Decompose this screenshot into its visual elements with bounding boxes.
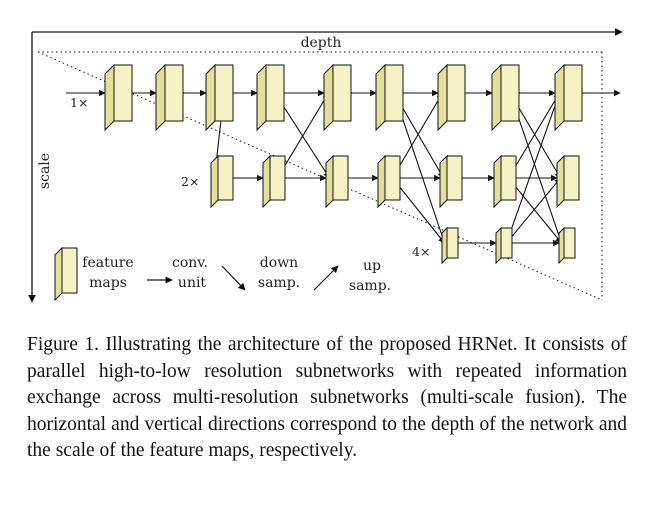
figure-caption: Figure 1. Illustrating the architecture … (27, 334, 627, 461)
depth-label: depth (301, 35, 342, 51)
feature-map-block (210, 154, 234, 209)
legend-feature-maps-line2: maps (89, 275, 127, 291)
scale-label: scale (37, 153, 53, 189)
up-sampling-arrow (392, 92, 443, 179)
feature-blocks-layer (104, 63, 583, 265)
legend-up-samp-line2: samp. (349, 278, 391, 294)
legend-down-samp-line2: samp. (258, 275, 300, 291)
up-sampling-arrow (505, 92, 561, 244)
feature-map-block (325, 154, 349, 209)
feature-map-block (437, 63, 466, 132)
legend-feature-maps-line1: feature (82, 255, 133, 271)
legend-feature-map-icon (54, 246, 78, 302)
dotted-diagonal-boundary (37, 51, 603, 301)
legend-conv-unit-line1: conv. (172, 255, 208, 271)
feature-map-block (554, 63, 583, 132)
legend-up-arrow (313, 265, 339, 291)
feature-map-block (493, 154, 517, 209)
up-sampling-arrow (506, 177, 561, 244)
legend-conv-unit-line2: unit (178, 275, 207, 291)
feature-map-block (104, 63, 133, 132)
up-sampling-arrow (277, 92, 329, 179)
feature-map-block (491, 63, 520, 132)
feature-map-block (375, 63, 404, 132)
feature-map-block (558, 226, 576, 265)
up-sampling-arrow (508, 92, 560, 179)
feature-map-block (262, 154, 286, 209)
feature-map-block (205, 63, 234, 132)
feature-map-block (256, 63, 285, 132)
scale-label-4x: 4× (412, 244, 430, 259)
feature-map-block (155, 63, 184, 132)
legend: feature maps conv. unit down samp. up sa… (54, 246, 391, 302)
feature-map-block (377, 154, 401, 209)
legend-up-samp-line1: up (363, 258, 381, 274)
feature-map-block (441, 226, 459, 265)
down-sampling-arrow (508, 177, 562, 244)
scale-label-2x: 2× (181, 174, 199, 189)
feature-map-block (556, 154, 580, 209)
feature-map-block (495, 226, 513, 265)
scale-label-1x: 1× (70, 95, 88, 110)
down-sampling-arrow (392, 177, 445, 244)
feature-map-block (439, 154, 463, 209)
legend-down-samp-line1: down (260, 255, 298, 271)
hrnet-architecture-diagram: depth scale 1× 2× 4× feature maps conv. … (28, 28, 623, 303)
feature-map-block (323, 63, 352, 132)
legend-down-arrow (221, 265, 246, 291)
